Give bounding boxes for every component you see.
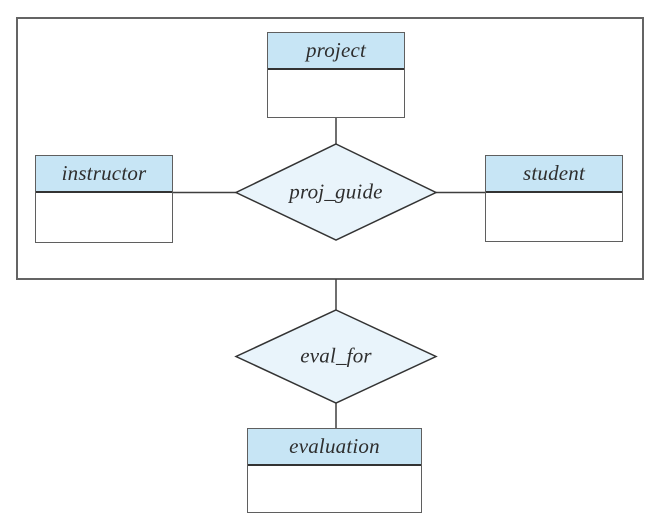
relationship-proj-guide-diamond xyxy=(234,143,438,241)
entity-evaluation-label: evaluation xyxy=(289,434,380,458)
entity-instructor-body xyxy=(36,193,172,242)
entity-evaluation-header: evaluation xyxy=(248,429,421,466)
entity-instructor-label: instructor xyxy=(61,161,147,185)
entity-instructor: instructor xyxy=(35,155,173,243)
entity-project-header: project xyxy=(268,33,404,70)
entity-project-label: project xyxy=(305,38,367,62)
aggregation-boundary xyxy=(16,17,644,280)
entity-instructor-header: instructor xyxy=(36,156,172,193)
entity-project-body xyxy=(268,70,404,117)
entity-evaluation: evaluation xyxy=(247,428,422,513)
entity-student-label: student xyxy=(522,161,586,185)
entity-student-header: student xyxy=(486,156,622,193)
entity-student-body xyxy=(486,193,622,241)
entity-project: project xyxy=(267,32,405,118)
relationship-eval-for-diamond xyxy=(234,309,438,404)
relationship-eval-for-label: eval_for xyxy=(300,343,372,368)
entity-evaluation-body xyxy=(248,466,421,512)
relationship-proj-guide-label: proj_guide xyxy=(289,179,383,204)
entity-student: student xyxy=(485,155,623,242)
